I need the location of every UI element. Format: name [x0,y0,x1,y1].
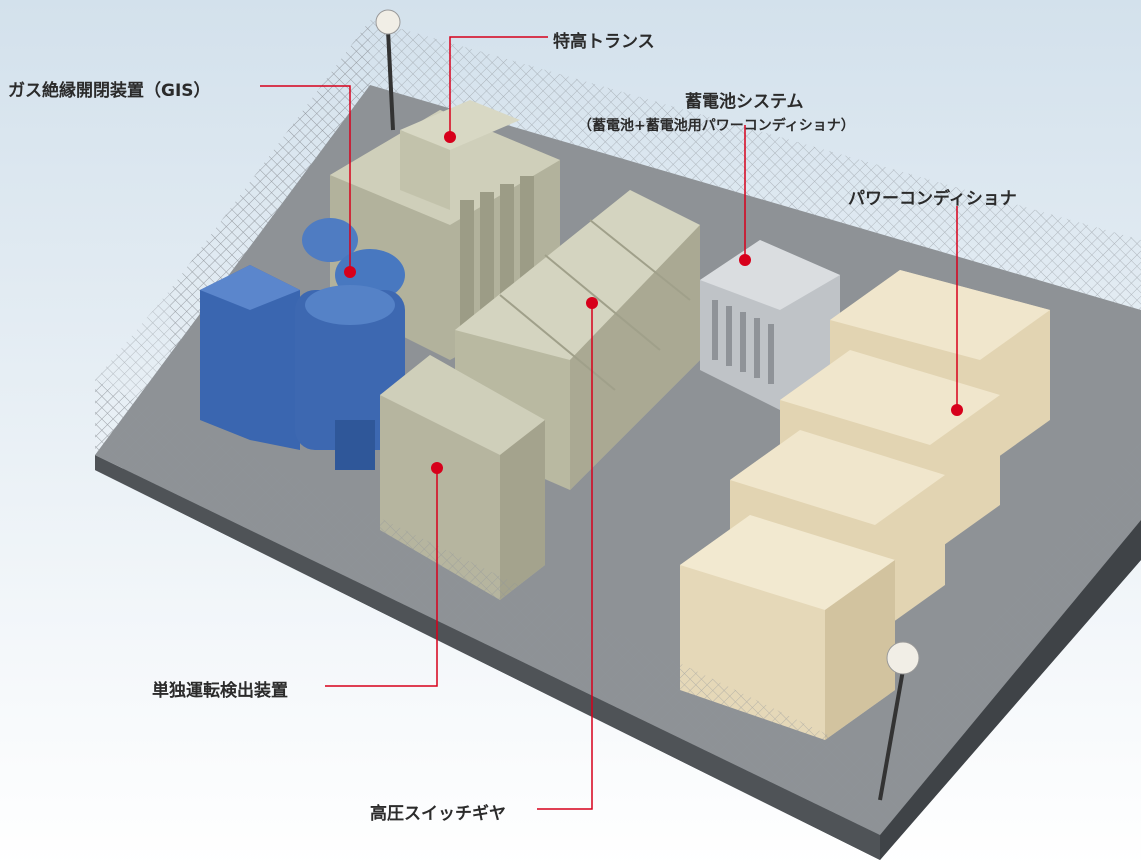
label-gis: ガス絶縁開閉装置（GIS） [8,81,211,101]
marker-gis [344,266,356,278]
label-battery-subtitle: （蓄電池+蓄電池用パワーコンディショナ） [578,118,855,134]
marker-battery [739,254,751,266]
leader-islanding [325,468,438,687]
label-islanding-detector: 単独運転検出装置 [152,681,288,701]
battery-system [700,240,840,410]
marker-switchgear [586,297,598,309]
label-switchgear: 高圧スイッチギヤ [370,804,506,824]
label-power-conditioner: パワーコンディショナ [848,189,1017,209]
marker-islanding [431,462,443,474]
marker-dots [344,131,963,474]
gis-unit [200,218,405,470]
marker-transformer [444,131,456,143]
marker-pcs [951,404,963,416]
leader-lines [260,36,958,810]
label-transformer: 特高トランス [553,32,655,52]
power-conditioner-4 [680,515,895,740]
leader-gis [260,85,351,270]
leader-switchgear [537,303,593,810]
label-battery-title: 蓄電池システム [685,92,804,112]
front-fence [95,290,1141,835]
lamp-pole-left [375,9,401,131]
back-fence [170,20,1141,360]
leader-transformer [449,36,548,135]
lamp-pole-right [878,641,920,801]
